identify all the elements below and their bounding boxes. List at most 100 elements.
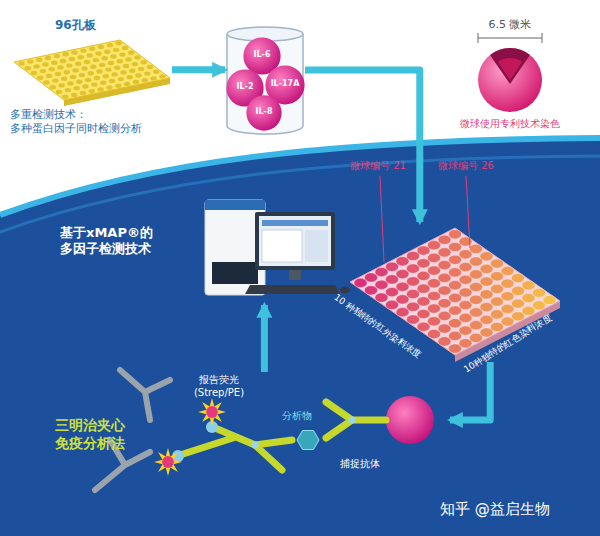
plate-wells	[18, 41, 165, 99]
plate-well	[71, 50, 77, 54]
assay-title: 三明治夹心 免疫分析法	[55, 417, 140, 452]
plate-well	[82, 84, 88, 88]
plate-well	[49, 67, 55, 71]
bead-well	[522, 281, 535, 290]
plate-well	[119, 52, 125, 56]
plate-well	[18, 61, 24, 65]
plate-well	[133, 80, 139, 84]
plate-well	[62, 52, 68, 56]
monitor-stand	[289, 270, 301, 280]
plate-well	[80, 91, 86, 95]
bead-well	[449, 230, 462, 239]
fluorophore-star	[198, 398, 226, 426]
reporter-label: 报告荧光 (Strep/PE)	[183, 374, 255, 399]
plate-well	[114, 66, 120, 70]
plate-well	[89, 47, 95, 51]
capture-antibody	[326, 402, 386, 438]
plate-well	[108, 61, 114, 65]
bead-well	[501, 266, 514, 275]
plate-well	[72, 68, 78, 72]
plate-well	[134, 55, 140, 59]
plate-well	[42, 62, 48, 66]
plate-well	[153, 70, 159, 74]
microsphere	[478, 48, 542, 112]
screen-table	[262, 230, 302, 262]
plate-well	[89, 89, 95, 93]
plate-well	[85, 78, 91, 82]
antibody-joint	[252, 442, 259, 449]
plate-well	[78, 55, 84, 59]
plate-well	[117, 59, 123, 63]
analyzer-title: 基于xMAP®的 多因子检测技术	[60, 225, 160, 258]
bead-well	[491, 259, 504, 268]
plate-well	[86, 53, 92, 57]
capture-label: 捕捉抗体	[340, 458, 400, 471]
plate-well	[90, 65, 96, 69]
plate-well	[80, 48, 86, 52]
leader-line	[466, 176, 470, 248]
plate-well	[109, 79, 115, 83]
plate-well	[33, 64, 39, 68]
plate-well	[91, 82, 97, 86]
plate-well	[65, 88, 71, 92]
flow-arrow	[172, 66, 225, 73]
plate-well	[84, 60, 90, 64]
bead-plate-side	[455, 301, 560, 362]
mouse	[340, 287, 350, 294]
plate-well	[129, 69, 135, 73]
plate-well	[31, 71, 37, 75]
plate-well	[113, 48, 119, 52]
plate-well	[103, 74, 109, 78]
bead-well	[543, 295, 556, 304]
antibody-decor	[120, 370, 170, 420]
monitor	[255, 212, 335, 270]
plate-well	[116, 41, 122, 45]
well-plate	[14, 40, 170, 100]
plate-well	[97, 87, 103, 91]
plate-well	[58, 83, 64, 87]
capture-bead	[386, 396, 434, 444]
plate-well	[25, 66, 31, 70]
reporter-fluorophores	[154, 398, 226, 476]
bead-id-label: 微球编号 26	[438, 160, 518, 173]
plate-well	[70, 75, 76, 79]
plate-well	[105, 67, 111, 71]
analyzer-stripe	[205, 200, 265, 210]
plate-well	[56, 90, 62, 94]
plate-well	[54, 54, 60, 58]
plate-well	[95, 51, 101, 55]
plate-well	[52, 78, 58, 82]
plate-well	[74, 86, 80, 90]
background-arc	[0, 156, 600, 232]
plate-well	[135, 73, 141, 77]
fluorophore-star	[154, 448, 182, 476]
bead-label: IL-2	[226, 82, 264, 92]
microsphere-core	[498, 58, 522, 80]
plate-well	[142, 78, 148, 82]
plate-well	[124, 82, 130, 86]
bead-circle	[246, 95, 281, 130]
plate-description: 多重检测技术： 多种蛋白因子同时检测分析	[10, 108, 160, 136]
plate-well	[57, 65, 63, 69]
flow-arrow	[305, 70, 420, 222]
fluorophore-core	[162, 456, 174, 468]
plate-well	[123, 64, 129, 68]
plate-well	[138, 67, 144, 71]
plate-well	[37, 76, 43, 80]
bead-well	[533, 288, 546, 297]
plate-well	[99, 63, 105, 67]
plate-well	[64, 70, 70, 74]
analyte-hexagon	[297, 431, 319, 450]
analyte-label: 分析物	[282, 410, 332, 423]
plate-well	[46, 74, 52, 78]
keyboard	[245, 285, 340, 294]
plate-well	[111, 72, 117, 76]
plate-well	[128, 51, 134, 55]
plate-well	[106, 85, 112, 89]
screen-panel	[305, 230, 328, 262]
bead-well	[512, 274, 525, 283]
plate-well	[62, 95, 68, 99]
plate-well	[141, 60, 147, 64]
plate-well	[43, 80, 49, 84]
